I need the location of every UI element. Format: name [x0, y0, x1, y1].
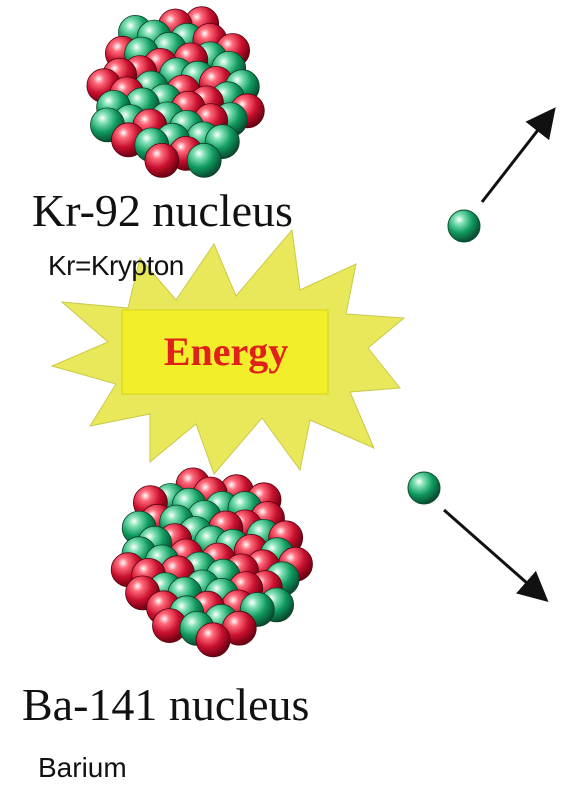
arrow-up-right-icon	[480, 107, 556, 203]
neutron-top	[447, 209, 481, 243]
krypton-label: Kr=Krypton	[48, 250, 184, 281]
neutron-sphere-icon	[407, 471, 441, 505]
proton-sphere-icon	[195, 622, 231, 658]
neutron-bottom	[407, 471, 441, 505]
ba-141-nucleus-cluster	[110, 467, 313, 658]
energy-label: Energy	[163, 329, 289, 374]
neutron-sphere-icon	[186, 142, 222, 178]
arrow-down-right-icon	[443, 508, 549, 602]
neutron-sphere-icon	[447, 209, 481, 243]
proton-sphere-icon	[144, 142, 180, 178]
kr-92-nucleus-cluster	[86, 6, 265, 178]
energy-burst-icon	[50, 228, 406, 475]
ba-141-nucleus-label: Ba-141 nucleus	[22, 679, 310, 730]
barium-label: Barium	[38, 752, 127, 783]
kr-92-nucleus-label: Kr-92 nucleus	[32, 185, 293, 236]
